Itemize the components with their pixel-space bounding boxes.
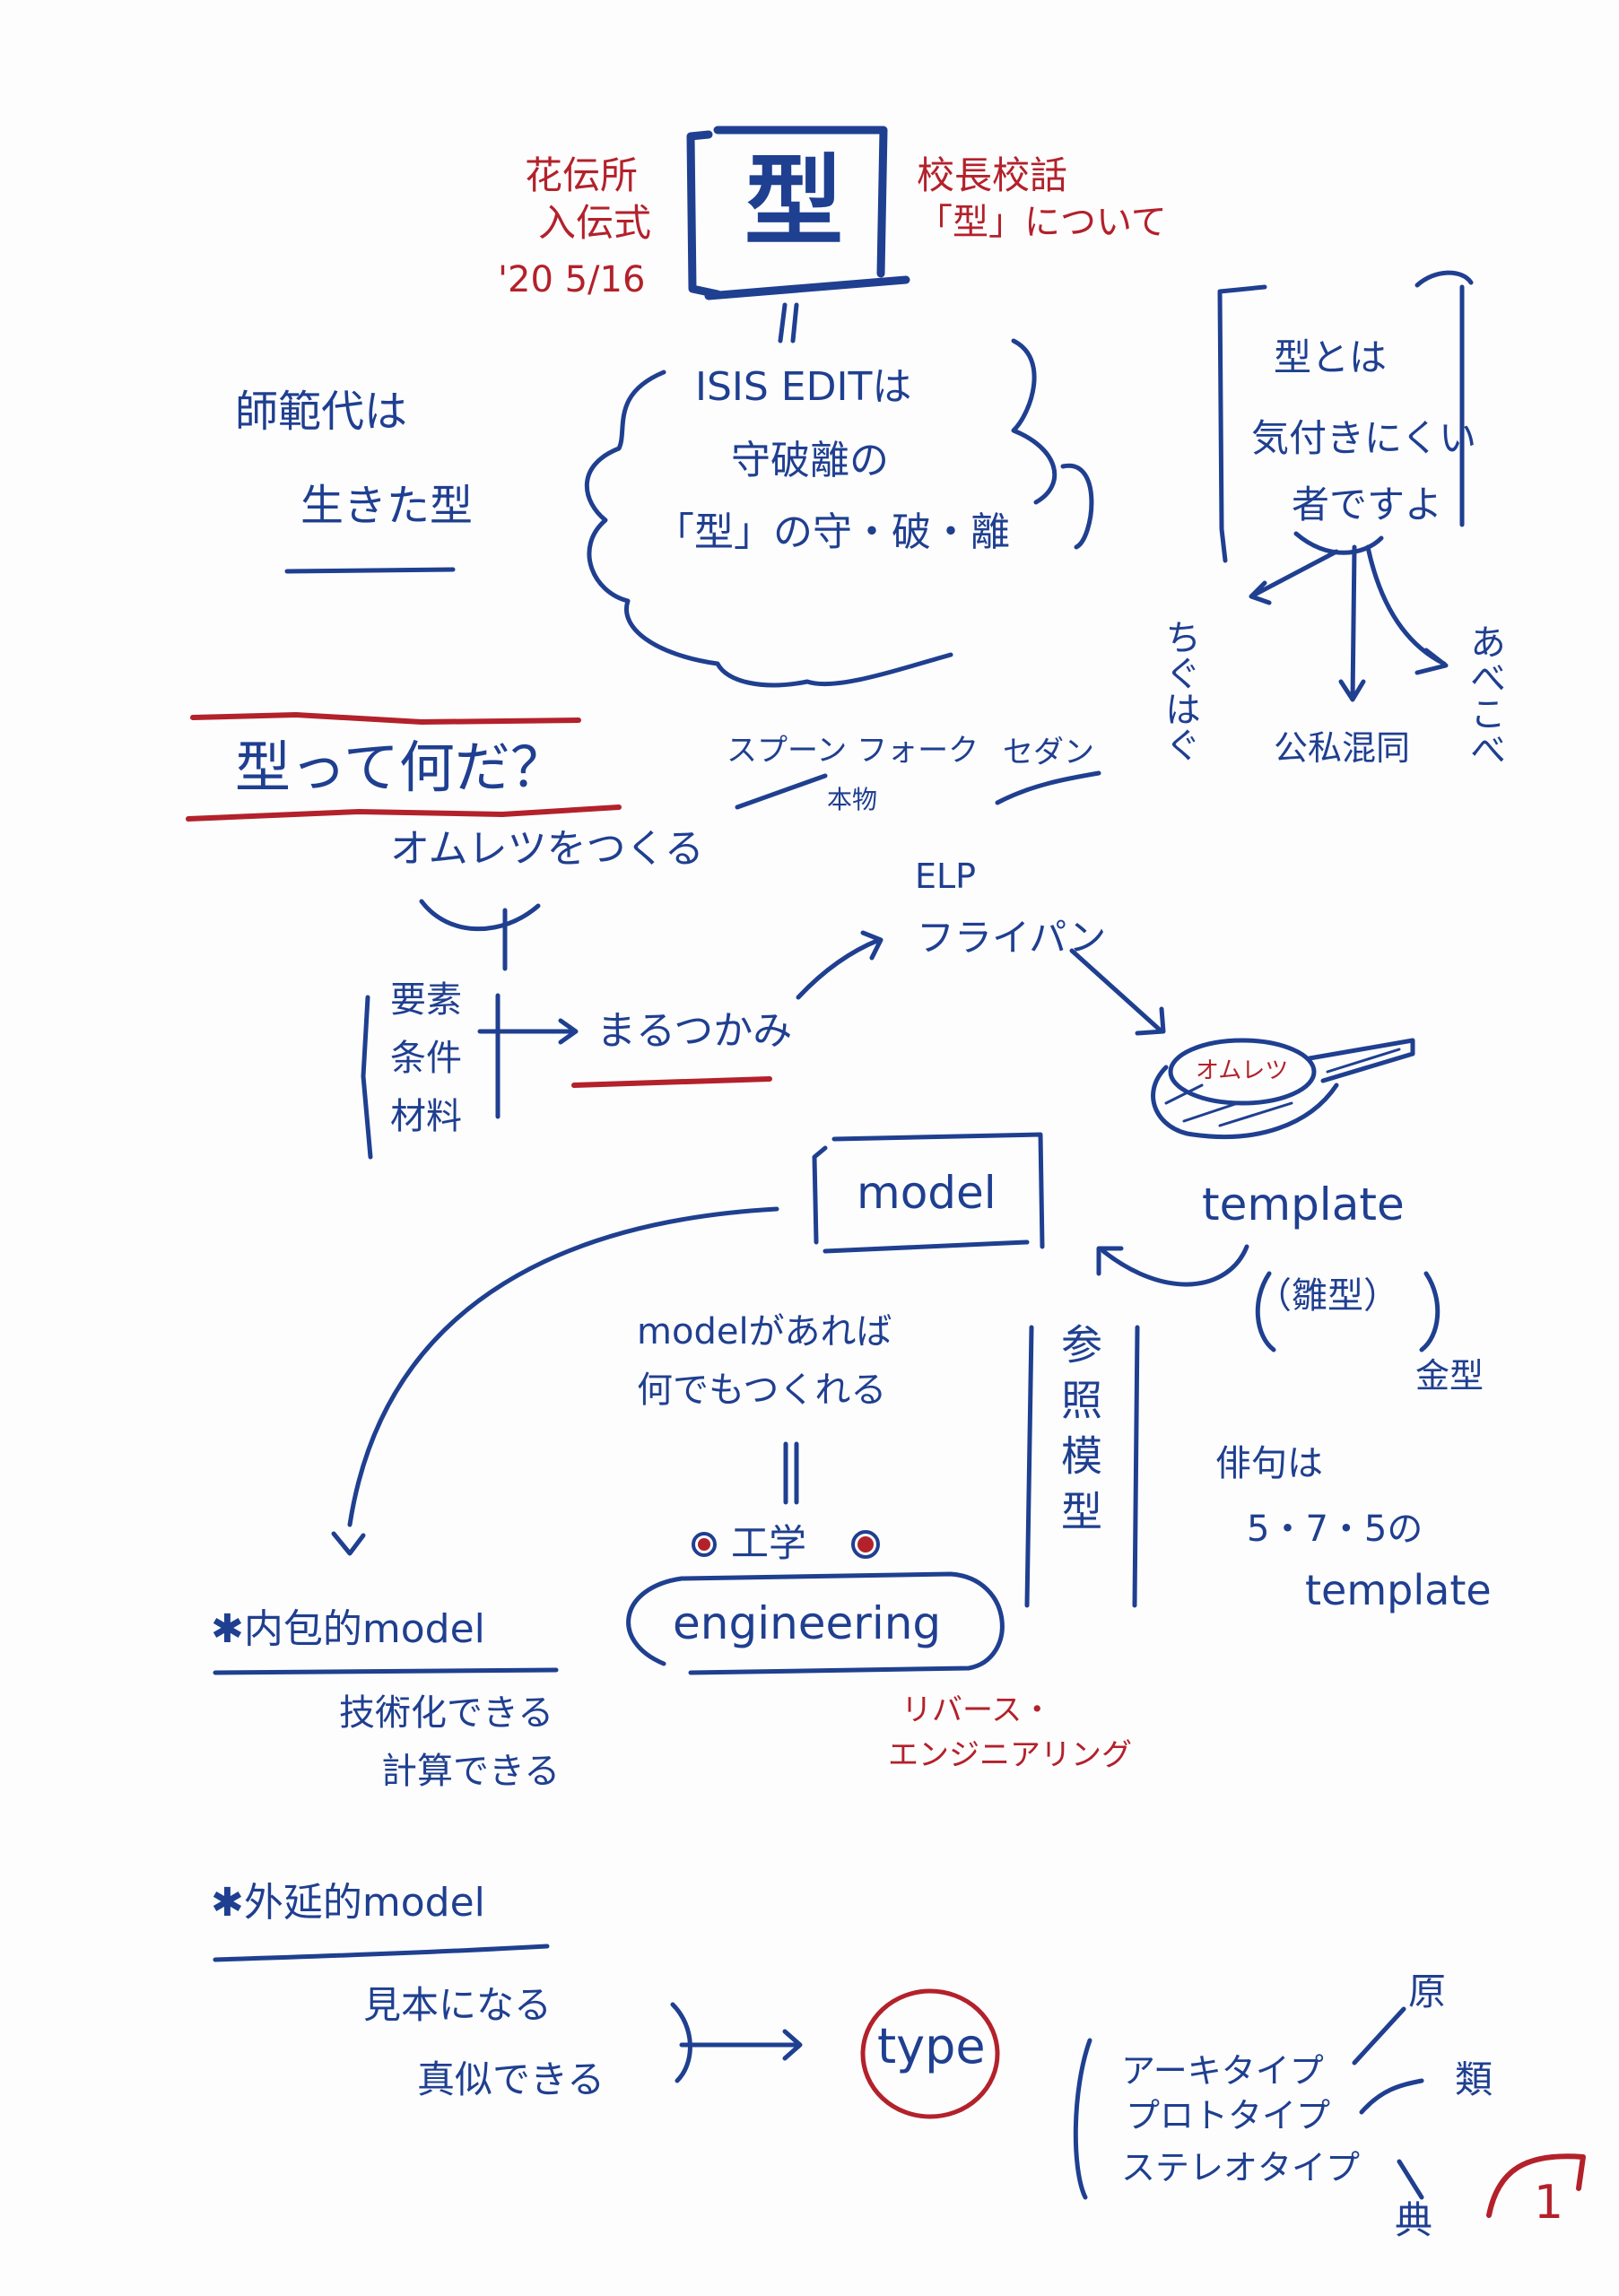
bracket-right: [1414, 270, 1474, 527]
reverse-line-1: リバース・: [901, 1692, 1053, 1728]
title-right-note-1: 校長校話: [917, 153, 1068, 197]
left-note-line-1: 師範代は: [235, 387, 408, 437]
reference-brackets: [1024, 1325, 1140, 1608]
fryingpan-drawing: [1151, 1038, 1415, 1139]
bracket-left: [1217, 284, 1267, 563]
bracket-note-line-3: 者ですよ: [1292, 483, 1443, 526]
extensional-heading: ✱外延的model: [211, 1880, 485, 1926]
if-model-line-1: modelがあれば: [637, 1311, 892, 1352]
intensional-heading: ✱内包的model: [211, 1606, 485, 1652]
cloud-line-3: 「型」の守・破・離: [655, 509, 1010, 555]
example-fryingpan: フライパン: [917, 916, 1107, 960]
type-kanji-ten: 典: [1395, 2198, 1433, 2242]
thought-cloud: [584, 338, 1094, 688]
pan-label: オムレツ: [1196, 1057, 1289, 1084]
bracket-note-line-1: 型とは: [1274, 335, 1388, 379]
model-box: [812, 1132, 1045, 1254]
type-kanji-connectors: [1352, 2006, 1424, 2200]
example-elp: ELP: [915, 857, 977, 896]
factor-2: 条件: [390, 1038, 462, 1079]
type-label: type: [877, 2018, 986, 2074]
factor-bracket: [361, 993, 500, 1160]
cloud-line-2: 守破離の: [731, 438, 889, 483]
page-number: 1: [1534, 2176, 1564, 2230]
left-note-underline: [284, 567, 456, 574]
title-left-note-1: 花伝所: [525, 153, 639, 197]
extensional-underline: [213, 1944, 550, 1962]
question-red-line-top: [190, 712, 581, 725]
factor-3: 材料: [390, 1096, 462, 1137]
type-prototype: プロトタイプ: [1126, 2096, 1331, 2135]
left-note-line-2: 生きた型: [300, 481, 474, 531]
extensional-line-2: 真似できる: [417, 2057, 605, 2101]
type-stereotype: ステレオタイプ: [1121, 2148, 1361, 2187]
title-box: [686, 126, 910, 300]
arrow-to-pan: [1069, 948, 1166, 1036]
cloud-line-1: ISIS EDITは: [695, 364, 912, 410]
title-connector: [778, 302, 799, 344]
arrow-to-result: [477, 1018, 579, 1045]
haiku-line-2: 5・7・5の: [1247, 1509, 1423, 1550]
haiku-line-3: template: [1305, 1566, 1492, 1614]
reverse-line-2: エンジニアリング: [888, 1737, 1132, 1773]
kougaku-label: 工学: [731, 1521, 807, 1565]
title-kanji: 型: [744, 144, 843, 259]
example-real: 本物: [827, 785, 878, 814]
question-result: まるつかみ: [596, 1008, 793, 1054]
red-dot-right-fill: [857, 1536, 874, 1552]
arrow-to-fryingpan: [796, 930, 883, 1000]
title-left-note-2: 入伝式: [538, 201, 652, 245]
type-kanji-rui: 類: [1455, 2057, 1493, 2101]
example-spoon-fork: スプーン フォーク: [727, 733, 979, 769]
type-kanji-gen: 原: [1408, 1970, 1447, 2013]
type-archetype: アーキタイプ: [1121, 2051, 1324, 2091]
reference-model: 参照模型: [1055, 1323, 1103, 1545]
intensional-line-1: 技術化できる: [339, 1692, 554, 1734]
equals-connector: [783, 1441, 799, 1505]
title-date: '20 5/16: [498, 259, 646, 300]
if-model-line-2: 何でもつくれる: [637, 1370, 887, 1411]
haiku-line-1: 俳句は: [1215, 1443, 1323, 1484]
spoon-underline: [735, 770, 1101, 810]
branch-koshikondo: 公私混同: [1274, 728, 1411, 768]
template-label: template: [1202, 1178, 1405, 1231]
red-dot-left-icon: [692, 1532, 717, 1557]
engineering-ellipse: [626, 1571, 1005, 1675]
red-dot-left-fill: [698, 1538, 710, 1551]
types-bracket: [1073, 2038, 1092, 2200]
template-jp: （雛型）: [1256, 1275, 1399, 1317]
question-example: オムレツをつくる: [390, 826, 704, 872]
extensional-line-1: 見本になる: [363, 1983, 553, 2027]
branch-chiguhagu: ちぐはぐ: [1159, 619, 1200, 762]
template-paren: [1255, 1271, 1441, 1352]
red-star-icon: [734, 1144, 779, 1186]
intensional-underline: [213, 1667, 559, 1675]
model-label: model: [857, 1167, 997, 1219]
page-number-mark: [1486, 2153, 1586, 2218]
factor-1: 要素: [390, 979, 462, 1021]
example-branch: [419, 899, 541, 971]
result-red-underline: [571, 1076, 772, 1088]
arrow-to-type: [670, 2002, 803, 2083]
bracket-note-line-2: 気付きにくい: [1251, 416, 1477, 460]
intensional-heading-text: 内包的model: [243, 1606, 485, 1652]
arrow-template-to-model: [1096, 1244, 1249, 1287]
engineering-label: engineering: [673, 1597, 942, 1649]
kanagata: 金型: [1415, 1356, 1484, 1396]
arrow-model-to-intensional: [331, 1206, 779, 1556]
question-heading: 型って何だ？: [235, 735, 566, 800]
question-red-line-bottom: [186, 804, 622, 822]
extensional-heading-text: 外延的model: [243, 1880, 485, 1926]
branch-abekobe: あべこべ: [1464, 623, 1505, 767]
branch-arrows: [1249, 531, 1449, 702]
intensional-line-2: 計算できる: [381, 1751, 561, 1792]
title-right-note-2: 「型」について: [917, 202, 1167, 243]
example-sedan: セダン: [1003, 735, 1094, 770]
red-dot-right-icon: [851, 1530, 880, 1559]
type-circle: [860, 1988, 1000, 2119]
